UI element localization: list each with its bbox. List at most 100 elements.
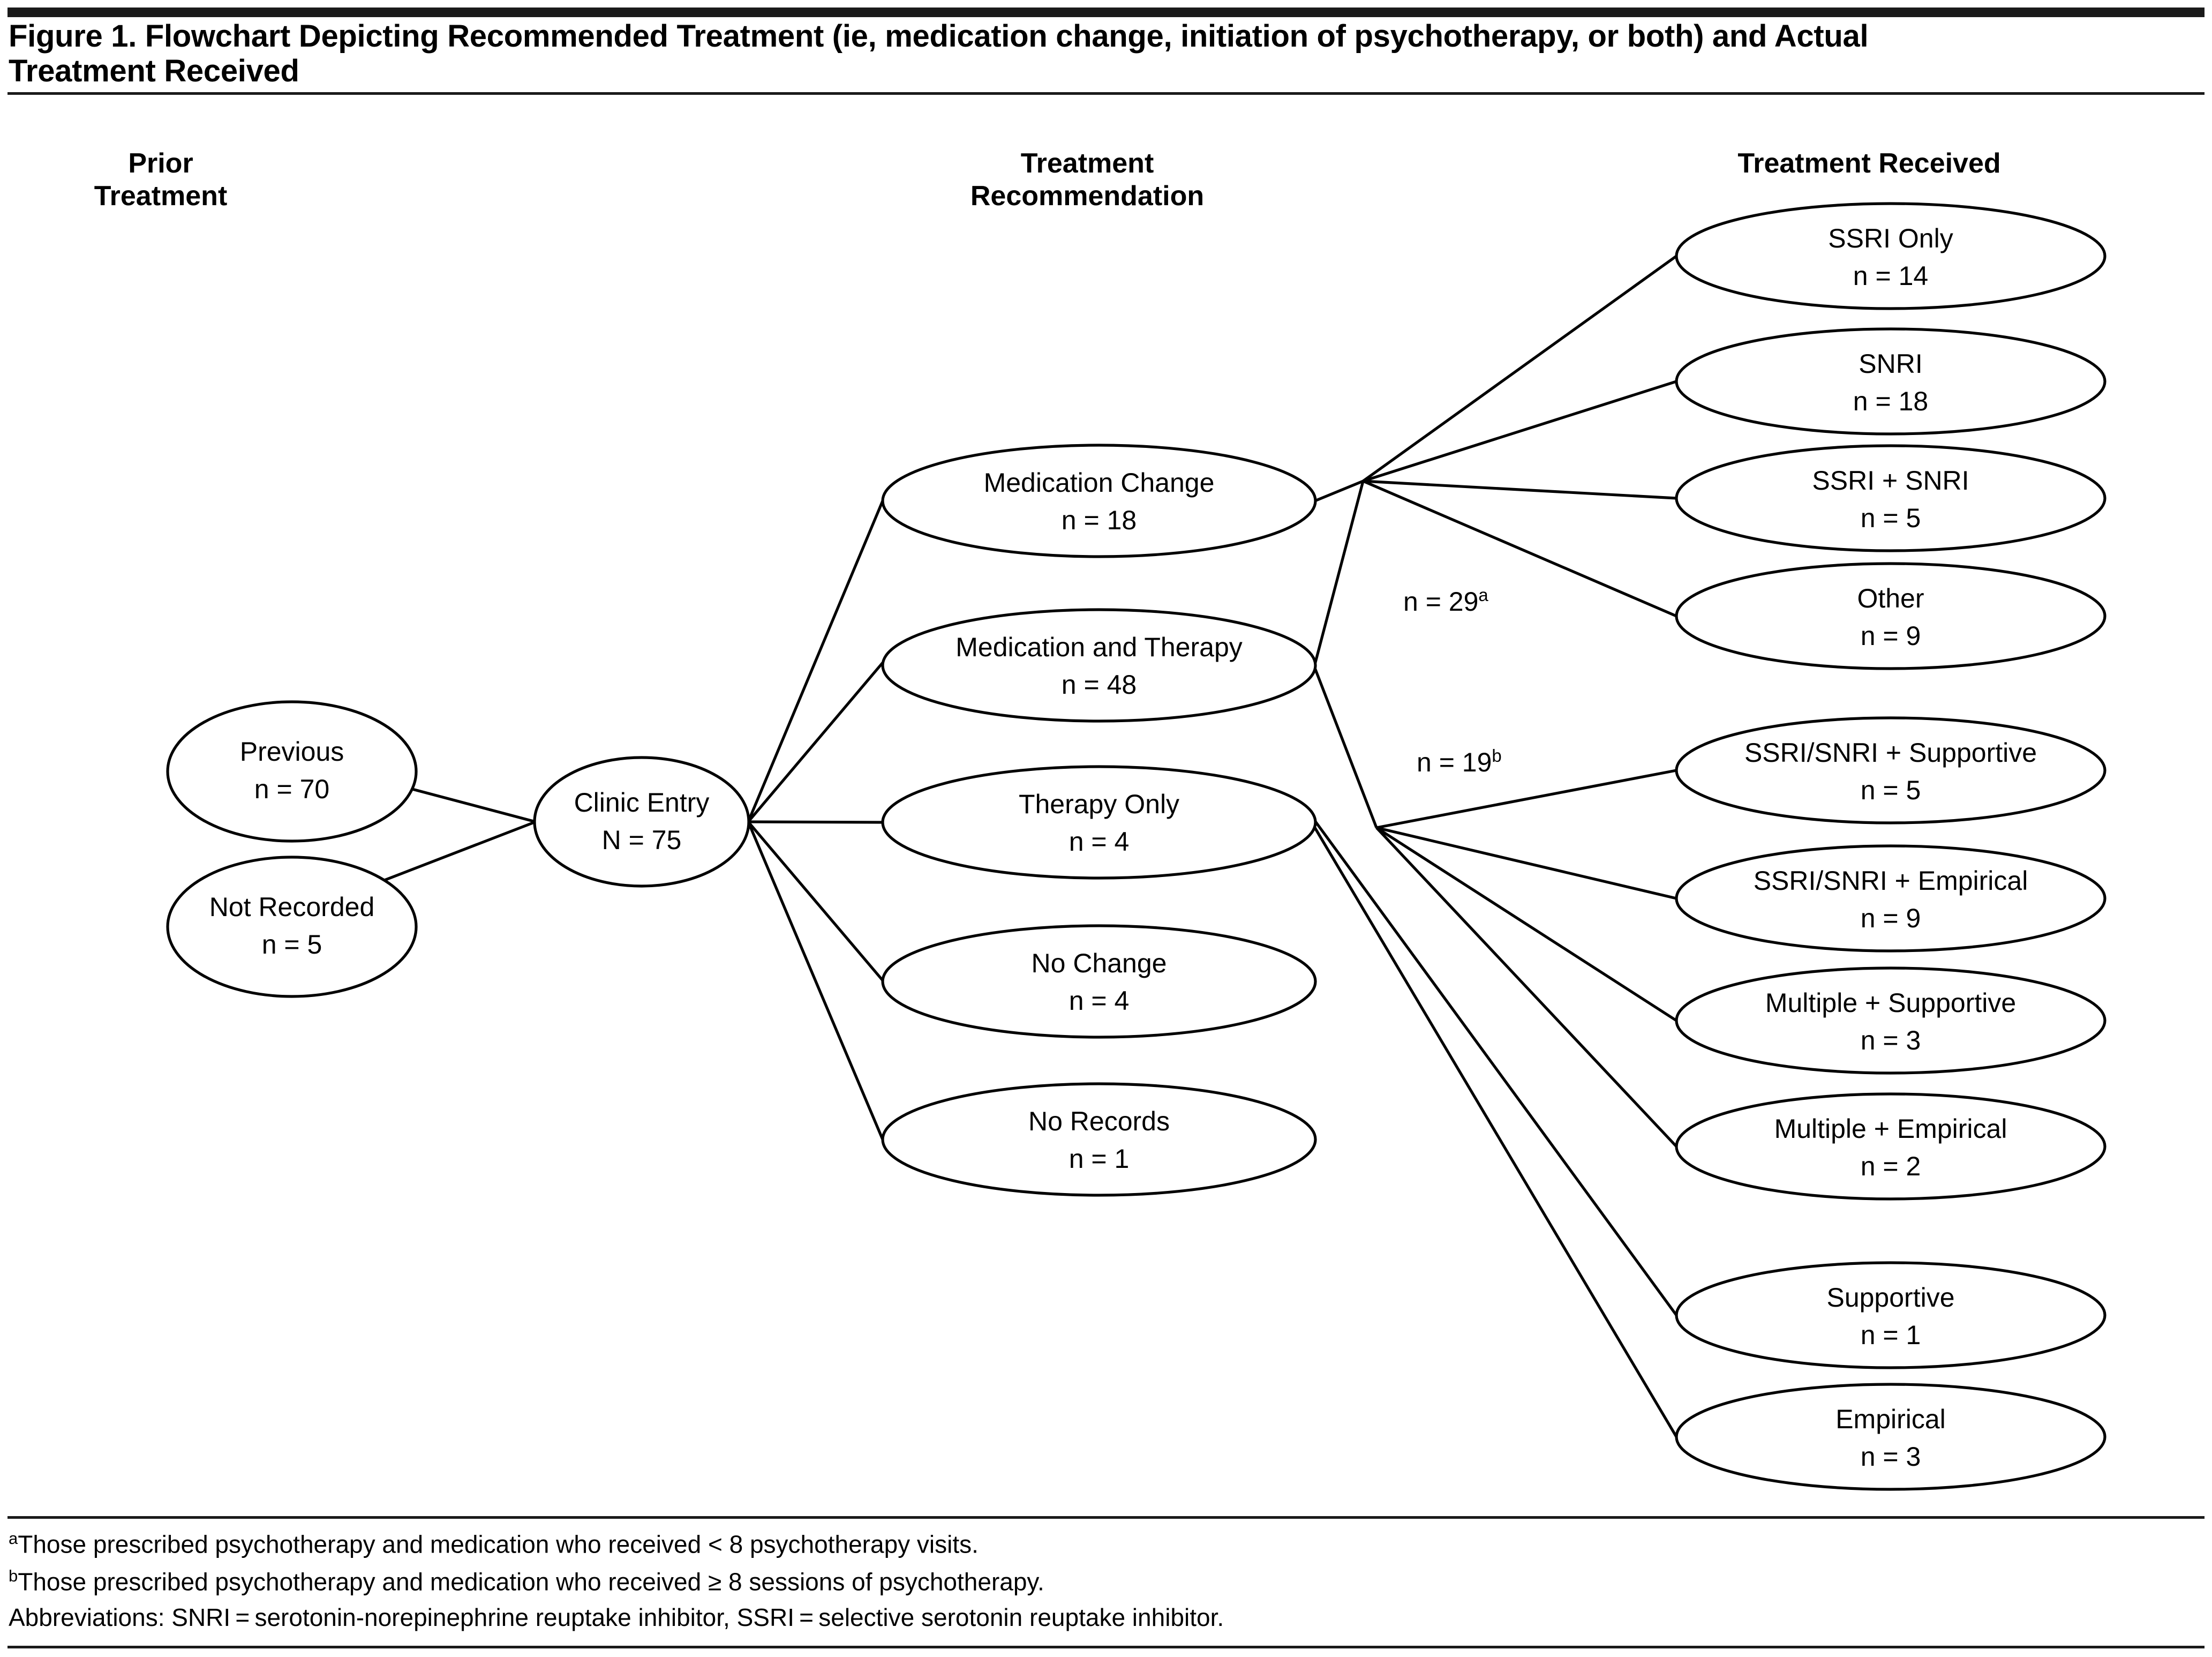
node-medication-change[interactable]: Medication Change n = 18 bbox=[881, 444, 1317, 558]
edge-clinic-to-nochange bbox=[747, 821, 884, 981]
node-clinic-entry-count: N = 75 bbox=[602, 825, 682, 855]
edge-clinic-to-medchange bbox=[747, 500, 884, 823]
node-supportive-count: n = 1 bbox=[1861, 1320, 1921, 1350]
node-clinic-entry[interactable]: Clinic Entry N = 75 bbox=[533, 756, 750, 888]
edge-clinic-to-norecords bbox=[747, 821, 884, 1141]
node-medication-change-count: n = 18 bbox=[1062, 505, 1137, 535]
footnote-a: aThose prescribed psychotherapy and medi… bbox=[9, 1530, 979, 1556]
edge-medtherapy-to-hubB bbox=[1313, 668, 1378, 828]
node-no-records[interactable]: No Records n = 1 bbox=[881, 1082, 1317, 1197]
edge-hubA-to-ssri-snri bbox=[1363, 479, 1677, 500]
node-ssri-plus-snri-shape[interactable] bbox=[1675, 444, 2106, 552]
node-ssri-snri-plus-empirical-label: SSRI/SNRI + Empirical bbox=[1754, 866, 2028, 896]
node-not-recorded[interactable]: Not Recorded n = 5 bbox=[166, 856, 418, 998]
footnote-top-rule bbox=[7, 1516, 2205, 1519]
node-snri[interactable]: SNRI n = 18 bbox=[1675, 327, 2106, 436]
title-underline-rule bbox=[7, 92, 2205, 95]
node-supportive[interactable]: Supportive n = 1 bbox=[1675, 1261, 2106, 1369]
node-empirical-count: n = 3 bbox=[1861, 1442, 1921, 1472]
node-no-change-label: No Change bbox=[1032, 948, 1167, 978]
footnote-b: bThose prescribed psychotherapy and medi… bbox=[9, 1568, 1044, 1594]
edge-label-n29: n = 29a bbox=[1403, 585, 1488, 617]
node-previous-count: n = 70 bbox=[254, 774, 329, 804]
node-therapy-only-count: n = 4 bbox=[1069, 827, 1130, 857]
node-multiple-plus-empirical-shape[interactable] bbox=[1675, 1092, 2106, 1201]
column-header-recommendation-line1: Treatment bbox=[1020, 148, 1154, 179]
node-snri-label: SNRI bbox=[1859, 349, 1922, 379]
edge-clinic-to-medtherapy bbox=[747, 662, 884, 823]
node-ssri-snri-plus-empirical[interactable]: SSRI/SNRI + Empirical n = 9 bbox=[1675, 844, 2106, 953]
node-ssri-snri-plus-supportive[interactable]: SSRI/SNRI + Supportive n = 5 bbox=[1675, 716, 2106, 824]
node-medication-and-therapy-label: Medication and Therapy bbox=[955, 632, 1243, 662]
node-other-count: n = 9 bbox=[1861, 621, 1921, 651]
edge-medchange-to-hubA bbox=[1314, 479, 1364, 503]
node-multiple-plus-supportive-label: Multiple + Supportive bbox=[1765, 988, 2016, 1018]
node-clinic-entry-shape[interactable] bbox=[533, 756, 750, 888]
node-ssri-only-count: n = 14 bbox=[1853, 261, 1928, 291]
node-medication-and-therapy-shape[interactable] bbox=[881, 608, 1317, 723]
node-ssri-plus-snri[interactable]: SSRI + SNRI n = 5 bbox=[1675, 444, 2106, 552]
node-no-change-count: n = 4 bbox=[1069, 986, 1130, 1016]
node-multiple-plus-empirical[interactable]: Multiple + Empirical n = 2 bbox=[1675, 1092, 2106, 1201]
edge-medtherapy-to-hubA bbox=[1313, 481, 1365, 665]
node-ssri-snri-plus-empirical-shape[interactable] bbox=[1675, 844, 2106, 953]
node-other-label: Other bbox=[1857, 583, 1924, 613]
node-snri-count: n = 18 bbox=[1853, 386, 1928, 416]
edge-hubA-to-ssri-only bbox=[1362, 254, 1677, 483]
column-header-recommendation-line2: Recommendation bbox=[970, 180, 1205, 212]
figure-title: Figure 1. Flowchart Depicting Recommende… bbox=[9, 19, 1869, 88]
edge-hubB-to-mult-emp bbox=[1375, 827, 1677, 1148]
node-no-records-count: n = 1 bbox=[1069, 1144, 1130, 1174]
node-therapy-only-label: Therapy Only bbox=[1019, 789, 1179, 819]
node-multiple-plus-supportive[interactable]: Multiple + Supportive n = 3 bbox=[1675, 966, 2106, 1075]
node-previous-label: Previous bbox=[240, 737, 344, 767]
node-therapy-only[interactable]: Therapy Only n = 4 bbox=[881, 765, 1317, 880]
footnote-b-text: Those prescribed psychotherapy and medic… bbox=[18, 1568, 1044, 1596]
node-empirical-label: Empirical bbox=[1835, 1404, 1946, 1434]
node-not-recorded-label: Not Recorded bbox=[209, 892, 375, 922]
node-empirical-shape[interactable] bbox=[1675, 1383, 2106, 1491]
node-ssri-plus-snri-label: SSRI + SNRI bbox=[1812, 466, 1969, 496]
node-other-shape[interactable] bbox=[1675, 562, 2106, 670]
node-medication-and-therapy-count: n = 48 bbox=[1062, 670, 1137, 700]
node-medication-change-shape[interactable] bbox=[881, 444, 1317, 558]
edge-group bbox=[305, 254, 1678, 1438]
node-not-recorded-count: n = 5 bbox=[262, 929, 322, 959]
node-ssri-only-shape[interactable] bbox=[1675, 202, 2106, 310]
node-clinic-entry-label: Clinic Entry bbox=[574, 788, 710, 818]
node-supportive-shape[interactable] bbox=[1675, 1261, 2106, 1369]
node-multiple-plus-empirical-label: Multiple + Empirical bbox=[1774, 1114, 2007, 1144]
node-multiple-plus-supportive-count: n = 3 bbox=[1861, 1025, 1921, 1055]
column-header-recommendation: Treatment Recommendation bbox=[921, 147, 1253, 213]
node-no-change-shape[interactable] bbox=[881, 924, 1317, 1039]
edge-therapyonly-to-empirical bbox=[1312, 824, 1678, 1438]
node-multiple-plus-supportive-shape[interactable] bbox=[1675, 966, 2106, 1075]
node-previous[interactable]: Previous n = 70 bbox=[166, 700, 418, 843]
node-empirical[interactable]: Empirical n = 3 bbox=[1675, 1383, 2106, 1491]
node-ssri-snri-plus-supportive-shape[interactable] bbox=[1675, 716, 2106, 824]
node-snri-shape[interactable] bbox=[1675, 327, 2106, 436]
node-previous-shape[interactable] bbox=[166, 700, 418, 843]
footnote-a-text: Those prescribed psychotherapy and medic… bbox=[18, 1530, 979, 1558]
edge-label-n19: n = 19b bbox=[1417, 746, 1502, 778]
edge-label-group: n = 29a n = 19b bbox=[1403, 585, 1502, 778]
node-other[interactable]: Other n = 9 bbox=[1675, 562, 2106, 670]
footnote-b-marker: b bbox=[9, 1566, 18, 1585]
node-ssri-only-label: SSRI Only bbox=[1828, 223, 1953, 253]
node-not-recorded-shape[interactable] bbox=[166, 856, 418, 998]
bottom-rule bbox=[7, 1646, 2205, 1648]
edge-hubA-to-other bbox=[1362, 479, 1677, 618]
node-no-records-label: No Records bbox=[1028, 1106, 1170, 1136]
node-no-change[interactable]: No Change n = 4 bbox=[881, 924, 1317, 1039]
node-ssri-snri-plus-supportive-label: SSRI/SNRI + Supportive bbox=[1744, 738, 2037, 768]
node-no-records-shape[interactable] bbox=[881, 1082, 1317, 1197]
node-therapy-only-shape[interactable] bbox=[881, 765, 1317, 880]
node-medication-and-therapy[interactable]: Medication and Therapy n = 48 bbox=[881, 608, 1317, 723]
edge-hubB-to-ssnri-emp bbox=[1376, 826, 1677, 900]
node-ssri-only[interactable]: SSRI Only n = 14 bbox=[1675, 202, 2106, 310]
edge-therapyonly-to-supportive bbox=[1312, 818, 1678, 1316]
footnote-abbreviations: Abbreviations: SNRI = serotonin-norepine… bbox=[9, 1603, 1224, 1631]
footnote-a-marker: a bbox=[9, 1529, 18, 1548]
node-ssri-snri-plus-empirical-count: n = 9 bbox=[1861, 903, 1921, 933]
